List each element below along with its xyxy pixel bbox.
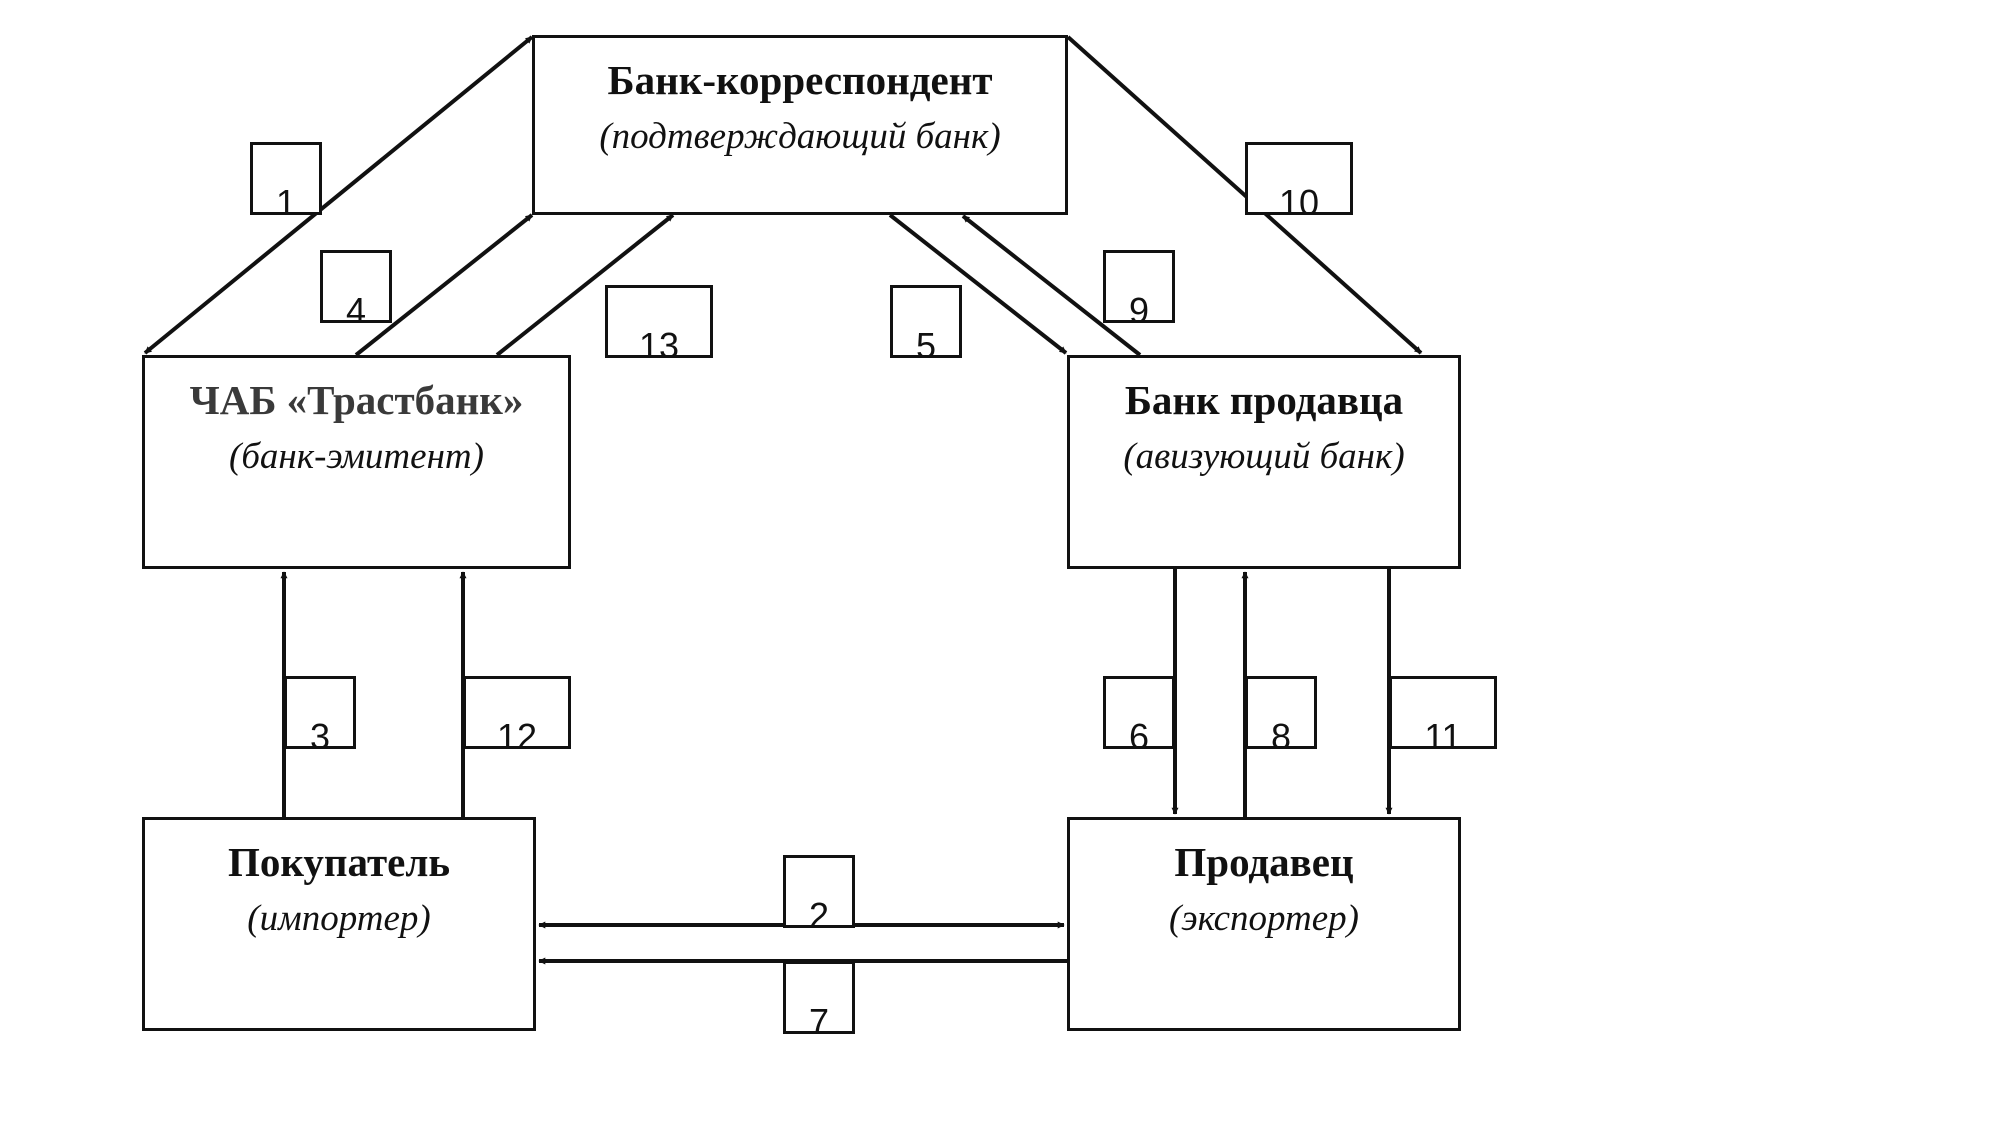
step-label-12: 12: [463, 676, 571, 749]
buyer-title: Покупатель: [227, 839, 451, 885]
issuing-bank-box: ЧАБ «Трастбанк» (банк-эмитент): [142, 355, 571, 569]
seller-box: Продавец (экспортер): [1067, 817, 1461, 1031]
advising-bank-box: Банк продавца (авизующий банк): [1067, 355, 1461, 569]
advising-bank-subtitle: (авизующий банк): [1123, 436, 1405, 478]
advising-bank-title: Банк продавца: [1124, 377, 1404, 423]
step-label-8: 8: [1245, 676, 1317, 749]
step-label-6: 6: [1103, 676, 1175, 749]
step-label-7: 7: [783, 961, 855, 1034]
step-label-5: 5: [890, 285, 962, 358]
arrow-13: [495, 213, 675, 357]
correspondent-bank-box: Банк-корреспондент (подтверждающий банк): [532, 35, 1068, 215]
arrow-4: [354, 213, 534, 357]
arrow-1: [143, 35, 534, 355]
seller-title: Продавец: [1174, 839, 1354, 885]
correspondent-bank-title: Банк-корреспондент: [607, 57, 993, 103]
step-label-3: 3: [284, 676, 356, 749]
step-label-2: 2: [783, 855, 855, 928]
step-label-11: 11: [1389, 676, 1497, 749]
issuing-bank-title: ЧАБ «Трастбанк»: [189, 377, 524, 423]
arrow-10: [1066, 35, 1423, 355]
step-label-13: 13: [605, 285, 713, 358]
step-label-10: 10: [1245, 142, 1353, 215]
seller-subtitle: (экспортер): [1169, 898, 1359, 940]
correspondent-bank-subtitle: (подтверждающий банк): [599, 116, 1001, 158]
issuing-bank-subtitle: (банк-эмитент): [229, 436, 484, 478]
buyer-box: Покупатель (импортер): [142, 817, 536, 1031]
step-label-1: 1: [250, 142, 322, 215]
buyer-subtitle: (импортер): [247, 898, 431, 940]
arrow-5: [888, 213, 1068, 355]
step-label-9: 9: [1103, 250, 1175, 323]
arrow-9: [961, 214, 1142, 357]
step-label-4: 4: [320, 250, 392, 323]
